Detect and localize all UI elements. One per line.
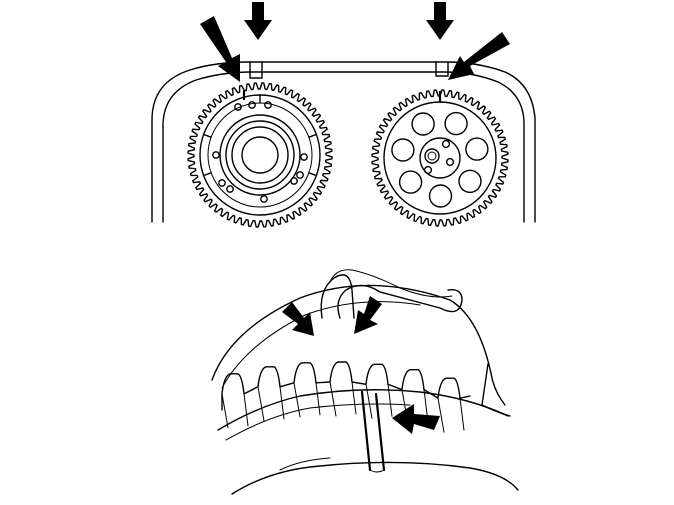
- right-hub-bore: [424, 148, 440, 164]
- marked-tooth-base: [369, 469, 385, 473]
- casing-outer-arc: [211, 284, 506, 406]
- left-hub-outer: [219, 114, 301, 196]
- right-hub: [419, 137, 461, 179]
- left-sprocket-spoke: [308, 172, 318, 177]
- arrow-right-sprocket-mark: [448, 32, 510, 80]
- right-sprocket-teeth: [371, 89, 509, 227]
- right-lightening-hole: [465, 137, 489, 161]
- belt-tooth-wall: [279, 386, 285, 420]
- arrow-belt-tooth-right: [354, 296, 382, 334]
- engine-block-edge: [481, 363, 511, 417]
- belt-tooth-wall: [315, 382, 321, 416]
- housing-lower-inner: [279, 457, 331, 471]
- left-hub-bolt: [260, 195, 268, 203]
- timing-belt-teeth: [221, 361, 471, 411]
- cover-notch-left: [249, 61, 263, 79]
- sprocket-rim: [217, 389, 509, 431]
- left-hub-bolt: [248, 101, 256, 109]
- intake-camshaft-sprocket: [187, 82, 333, 228]
- arrow-left-sprocket-mark: [200, 16, 240, 82]
- belt-tooth-wall: [365, 383, 373, 419]
- arrow-belt-tooth-left: [282, 302, 314, 336]
- cover-notch-right: [435, 61, 449, 77]
- cover-outline-inner: [162, 71, 525, 223]
- left-hub-bolt: [212, 151, 220, 159]
- left-sprocket-spoke: [308, 133, 318, 138]
- right-lightening-hole: [458, 169, 482, 194]
- belt-tooth-wall: [293, 382, 301, 418]
- left-hub-bolt: [226, 185, 234, 193]
- bottom-panel: [211, 269, 519, 495]
- arrow-down-left-notch: [244, 2, 272, 40]
- right-hub-bolt: [423, 165, 433, 175]
- right-sprocket-rim: [383, 101, 497, 215]
- left-hub-inner: [231, 126, 289, 184]
- arrow-down-right-notch: [426, 2, 454, 40]
- left-sprocket-spoke: [202, 133, 212, 138]
- belt-tooth-wall: [243, 393, 249, 427]
- left-hub-ring: [225, 120, 295, 190]
- belt-tooth-wall: [221, 393, 229, 429]
- left-hub-bolt: [296, 171, 304, 179]
- casing-inner-arc: [221, 301, 421, 389]
- right-lightening-hole: [398, 170, 423, 194]
- right-lightening-hole: [444, 111, 468, 136]
- marked-tooth: [360, 390, 386, 472]
- right-hub-bolt: [445, 157, 455, 167]
- left-hub-bolt: [218, 179, 226, 187]
- left-sprocket-web: [207, 102, 313, 208]
- left-hub-bore: [241, 136, 279, 174]
- left-hub-bolt: [290, 177, 298, 185]
- belt-tooth-walls: [221, 381, 465, 433]
- housing-lower-curve: [231, 461, 519, 495]
- left-sprocket-spoke: [202, 172, 212, 177]
- belt-tooth-wall: [329, 381, 337, 417]
- top-panel: [151, 2, 536, 228]
- belt-tooth-wall: [459, 397, 465, 431]
- hose-loop-3: [329, 269, 453, 298]
- left-hub-bolt: [234, 103, 242, 111]
- right-lightening-hole: [391, 138, 415, 162]
- right-hub-bolt: [441, 139, 451, 149]
- hose-loop-2: [337, 284, 463, 319]
- arrow-sprocket-mark: [392, 404, 440, 434]
- belt-tooth-wall: [257, 386, 265, 422]
- belt-tooth-wall: [351, 381, 357, 415]
- exhaust-camshaft-sprocket: [371, 89, 509, 227]
- left-hub-bolt: [300, 153, 308, 161]
- left-hub-bolt: [264, 101, 272, 109]
- belt-tooth-wall: [437, 397, 445, 433]
- left-sprocket-teeth: [187, 82, 333, 228]
- right-lightening-hole: [428, 184, 453, 208]
- right-hub-bore-inner: [427, 151, 437, 161]
- hose-loop-1: [320, 274, 355, 319]
- sprocket-rim-inner: [225, 403, 411, 441]
- belt-tooth-wall: [387, 383, 393, 417]
- right-lightening-hole: [411, 112, 435, 136]
